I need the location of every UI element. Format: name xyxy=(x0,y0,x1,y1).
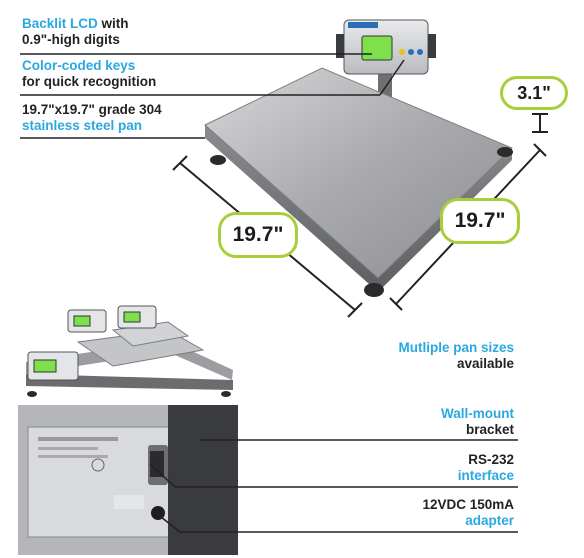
callout-pan-highlight: stainless steel pan xyxy=(22,118,143,133)
callout-lcd-inline: with xyxy=(97,16,129,31)
callout-adapter: 12VDC 150mA adapter xyxy=(294,497,514,529)
callout-rs232: RS-232 interface xyxy=(294,452,514,484)
callout-keys-line2: for quick recognition xyxy=(22,74,157,89)
callout-stainless-pan: 19.7"x19.7" grade 304 stainless steel pa… xyxy=(22,102,162,134)
callout-color-keys: Color-coded keys for quick recognition xyxy=(22,58,156,90)
callout-multi-line2: available xyxy=(456,356,514,371)
callout-backlit-lcd: Backlit LCD with 0.9"-high digits xyxy=(22,16,129,48)
scale-illustration xyxy=(20,19,548,318)
callout-rs232-line1: RS-232 xyxy=(468,452,514,467)
dimension-badge-width-left: 19.7" xyxy=(218,212,298,258)
callout-lcd-highlight: Backlit LCD xyxy=(22,16,98,31)
callout-adapter-highlight: adapter xyxy=(465,513,514,528)
callout-wall-highlight: Wall-mount xyxy=(441,406,514,421)
callout-rs232-highlight: interface xyxy=(457,468,514,483)
callout-adapter-line1: 12VDC 150mA xyxy=(422,497,514,512)
callout-multiple-pans: Mutliple pan sizes available xyxy=(294,340,514,372)
dimension-badge-width-right: 19.7" xyxy=(440,198,520,244)
callout-wall-mount: Wall-mount bracket xyxy=(294,406,514,438)
callout-multi-highlight: Mutliple pan sizes xyxy=(398,340,514,355)
multi-pan-photo xyxy=(18,300,243,400)
rear-panel-photo xyxy=(18,405,238,555)
callout-pan-line1: 19.7"x19.7" grade 304 xyxy=(22,102,162,117)
dimension-badge-height: 3.1" xyxy=(500,76,568,110)
callout-keys-highlight: Color-coded keys xyxy=(22,58,136,73)
callout-lcd-line2: 0.9"-high digits xyxy=(22,32,120,47)
callout-wall-line2: bracket xyxy=(465,422,514,437)
